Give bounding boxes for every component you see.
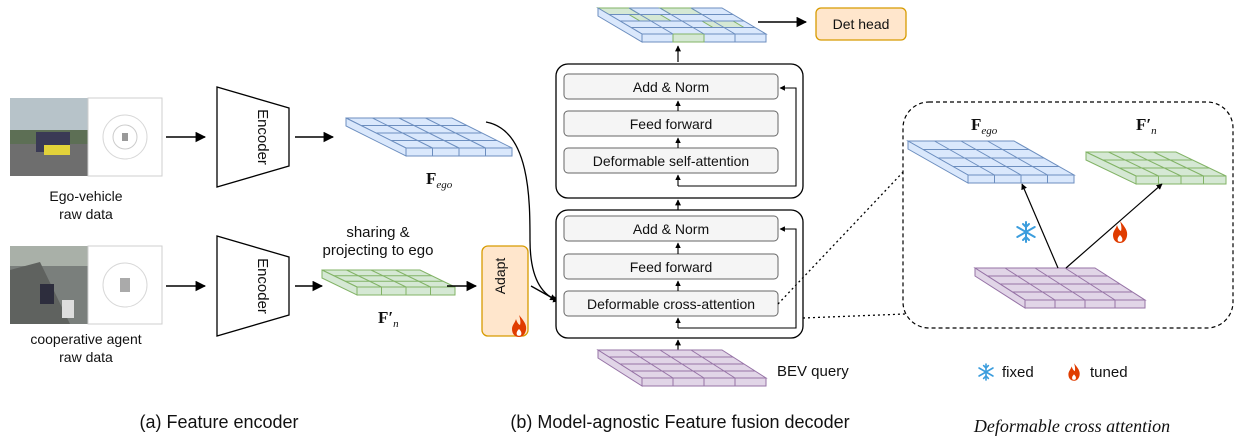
ego-raw-data-image [10, 97, 163, 177]
caption-b: (b) Model-agnostic Feature fusion decode… [510, 412, 849, 432]
inset-f-ego-label: Fego [971, 115, 998, 137]
f-n-feature-grid [321, 269, 456, 296]
sharing-text-line1: sharing & [346, 224, 409, 241]
cross-feed-forward-label: Feed forward [630, 259, 712, 275]
bev-query-label: BEV query [777, 363, 849, 380]
self-attention-box [563, 147, 779, 174]
f-ego-feature-grid [345, 117, 513, 157]
coop-encoder-label: Encoder [254, 258, 271, 314]
self-feed-forward-box [563, 110, 779, 137]
legend-snowflake-icon [978, 363, 994, 381]
inset-f-ego-grid [906, 140, 1076, 184]
fused-feature-grid [596, 7, 768, 43]
inset-query-grid [973, 267, 1147, 309]
cross-attention-label: Deformable cross-attention [587, 296, 755, 312]
bev-query-grid [596, 349, 768, 387]
self-add-norm-label: Add & Norm [633, 79, 709, 95]
ego-caption-line1: Ego-vehicle [49, 188, 122, 204]
f-ego-label: Fego [426, 169, 453, 191]
caption-a: (a) Feature encoder [139, 412, 298, 432]
coop-caption-line2: raw data [59, 349, 113, 365]
ego-encoder-block [216, 86, 290, 188]
legend-fixed-label: fixed [1002, 364, 1034, 381]
f-n-label: F′n [378, 308, 399, 330]
legend-flame-icon [1068, 363, 1080, 381]
adapt-to-cross-attention-arrow [530, 285, 557, 301]
self-attention-label: Deformable self-attention [593, 153, 749, 169]
det-head-block [815, 7, 907, 41]
caption-c: Deformable cross attention [973, 416, 1170, 436]
zoom-line-bottom [802, 313, 906, 319]
coop-raw-data-image [10, 245, 163, 325]
cross-feed-forward-box [563, 253, 779, 280]
inset-query-to-fn-arrow [1065, 183, 1163, 269]
coop-caption-line1: cooperative agent [30, 331, 141, 347]
zoom-line-top [777, 169, 906, 305]
adapt-block [481, 245, 529, 337]
adapt-label: Adapt [492, 258, 508, 295]
self-block-connections [675, 85, 797, 187]
cross-block-connections [675, 226, 797, 329]
inset-query-to-fego-arrow [1021, 183, 1059, 269]
cross-add-norm-box [563, 215, 779, 242]
fego-to-cross-attention-arrow [485, 121, 560, 303]
cross-add-norm-label: Add & Norm [633, 221, 709, 237]
inset-f-n-grid [1085, 151, 1227, 185]
coop-encoder-block [216, 235, 290, 337]
self-add-norm-box [563, 73, 779, 100]
inset-f-n-label: F′n [1136, 115, 1157, 137]
ego-caption-line2: raw data [59, 206, 113, 222]
det-head-label: Det head [833, 16, 890, 32]
sharing-text-line2: projecting to ego [323, 242, 434, 259]
self-feed-forward-label: Feed forward [630, 116, 712, 132]
legend-tuned-label: tuned [1090, 364, 1128, 381]
ego-encoder-label: Encoder [254, 109, 271, 165]
